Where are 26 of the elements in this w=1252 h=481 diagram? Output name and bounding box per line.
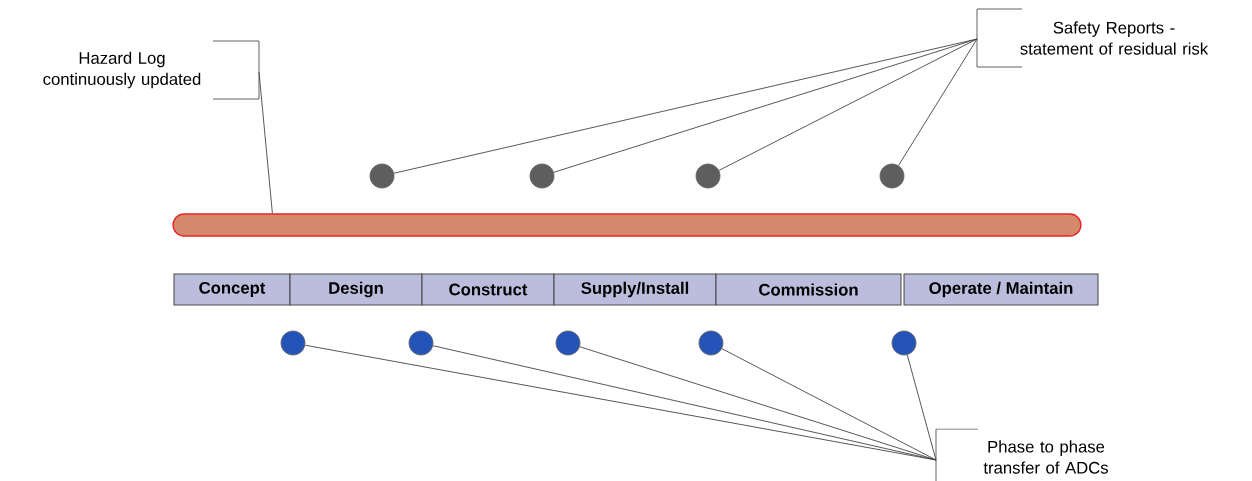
phase-cell: Concept	[173, 273, 291, 306]
phase-cell: Commission	[715, 273, 902, 306]
milestone-dot	[555, 330, 581, 356]
phase-cell: Design	[289, 273, 423, 306]
milestone-dot	[369, 163, 395, 189]
milestone-dot	[695, 163, 721, 189]
callout-label: Hazard Log continuously updated	[43, 40, 260, 100]
callout-label: Safety Reports - statement of residual risk	[976, 8, 1209, 68]
leader-line	[718, 38, 978, 171]
milestone-dot	[879, 163, 905, 189]
phase-cell: Operate / Maintain	[903, 273, 1099, 306]
phase-cell: Supply/Install	[553, 273, 717, 306]
leader-line	[721, 348, 937, 461]
leader-line	[579, 346, 937, 461]
milestone-dot	[408, 330, 434, 356]
milestone-dot	[698, 330, 724, 356]
hazard-log-bar	[172, 213, 1082, 237]
milestone-dot	[529, 163, 555, 189]
phase-cell: Construct	[421, 273, 555, 306]
milestone-dot	[280, 330, 306, 356]
leader-line	[898, 38, 978, 166]
milestone-dot	[891, 330, 917, 356]
callout-label: Phase to phase transfer of ADCs	[935, 428, 1108, 481]
leader-line	[553, 38, 978, 173]
leader-line	[258, 71, 273, 214]
leader-line	[906, 354, 937, 461]
